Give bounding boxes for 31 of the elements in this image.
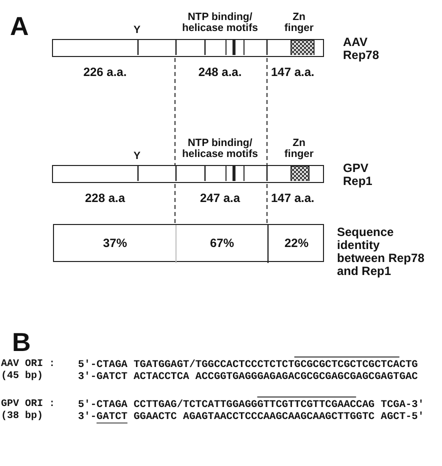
protein-name: AAV Rep78 (343, 36, 380, 62)
panel-letter: A (10, 12, 29, 40)
sequence-name: AAV ORI : (1, 359, 56, 370)
dna-sequence: 5'-CTAGA CCTTGAG/TCTCATTGGAGGGTTCGTTCGTTCGAACCAG TCGA-3' (78, 399, 424, 411)
domain-label: Zn finger (283, 138, 315, 160)
dna-sequence: 5'-CTAGA TGATGGAGT/TGGCCACTCCCTCTCTGCGCGCTCGCTCGCTCACTG (78, 359, 418, 371)
length-label: 228 a.a (84, 193, 126, 204)
identity-caption: Sequence identity between Rep78 and Rep1 (337, 226, 426, 278)
length-label: 247 a.a (198, 193, 242, 204)
domain-label: Zn finger (283, 12, 315, 34)
panel-letter: B (12, 328, 31, 356)
protein-domain-bar (52, 39, 324, 57)
sequence-length: (38 bp) (1, 411, 44, 423)
protein-name: GPV Rep1 (343, 162, 374, 188)
residue-label: Y (132, 25, 142, 36)
dna-sequence: 3'-GATCT GGAACTC AGAGTAACCTCCCAAGCAAGCAAGCTTGGTC AGCT-5' (78, 411, 424, 423)
length-label: 226 a.a. (82, 67, 128, 78)
identity-percent: 22% (283, 237, 310, 249)
length-label: 248 a.a. (197, 67, 243, 78)
length-label: 147 a.a. (271, 67, 316, 78)
domain-label: NTP binding/ helicase motifs (181, 12, 259, 34)
sequence-length: (45 bp) (1, 371, 44, 383)
identity-table (53, 224, 324, 262)
identity-percent: 67% (208, 237, 236, 249)
protein-domain-bar (52, 165, 324, 183)
domain-label: NTP binding/ helicase motifs (181, 138, 259, 160)
dna-sequence: 3'-GATCT ACTACCTCA ACCGGTGAGGGAGAGACGCGCGAGCGAGCGAGTGAC (78, 371, 418, 383)
residue-label: Y (132, 151, 142, 162)
sequence-name: GPV ORI : (1, 399, 56, 410)
length-label: 147 a.a. (271, 193, 316, 204)
identity-percent: 37% (102, 237, 128, 249)
